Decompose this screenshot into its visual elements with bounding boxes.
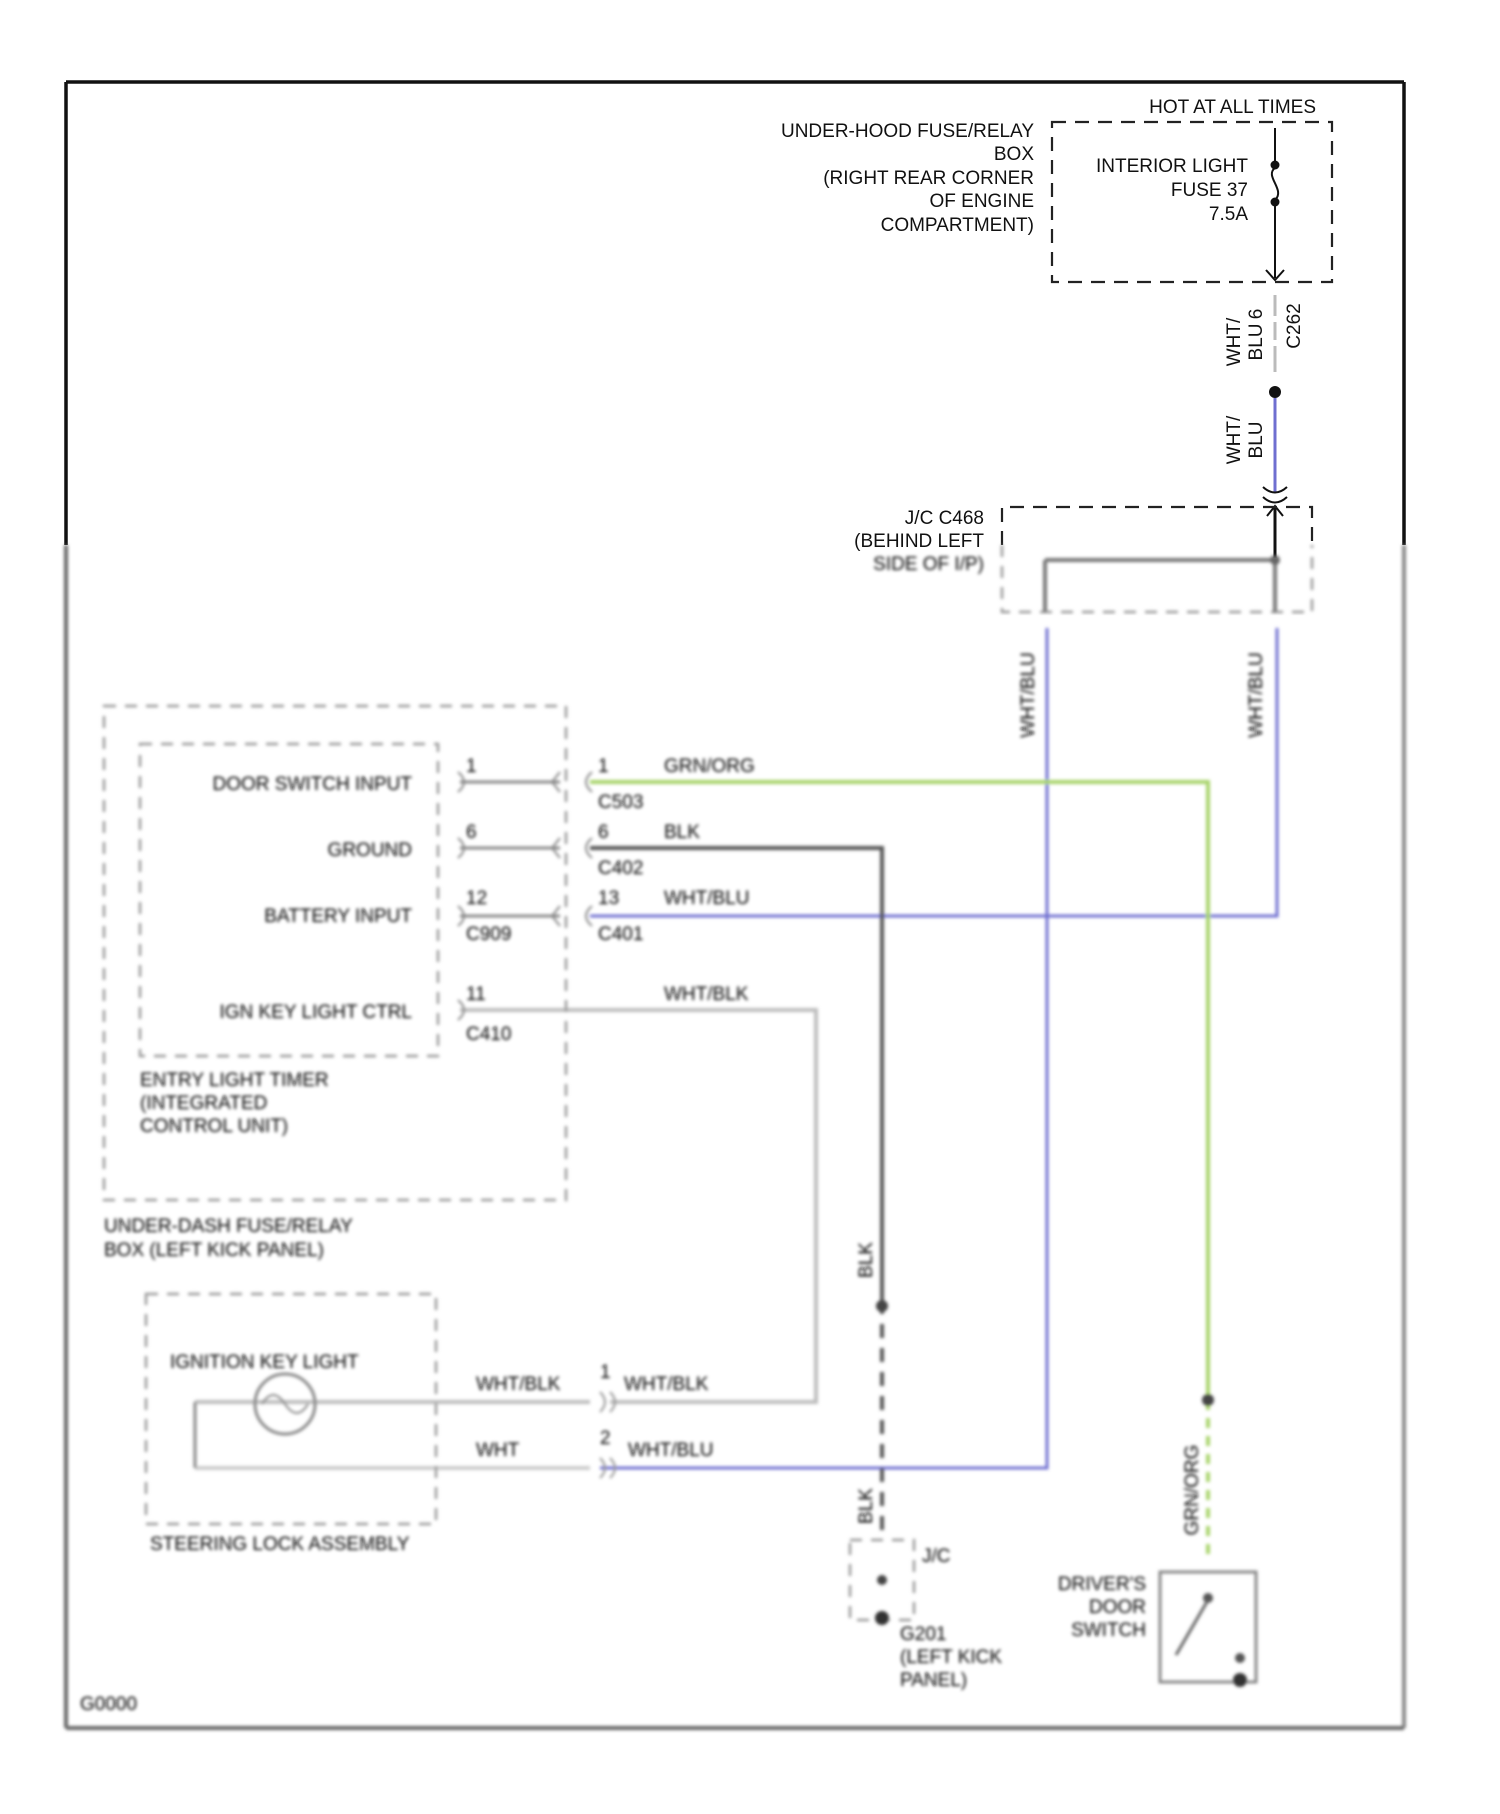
- steering-lock-name: STEERING LOCK ASSEMBLY: [150, 1534, 410, 1555]
- ground-icon: [875, 1611, 889, 1625]
- steering-wire1-left: WHT/BLK: [476, 1374, 561, 1395]
- left-drop-wire-color: WHT/BLU: [1018, 652, 1039, 738]
- door-switch-icon: [1176, 1593, 1247, 1687]
- door-switch-name-line-1: DRIVER'S: [1058, 1574, 1146, 1595]
- hot-at-all-times-label: HOT AT ALL TIMES: [1149, 97, 1316, 118]
- fuse-name-line-1: INTERIOR LIGHT: [1096, 156, 1248, 177]
- pin-number-6: 6: [466, 822, 477, 843]
- ground-name-line-2: (LEFT KICK: [900, 1647, 1002, 1668]
- pin-out-1: 1: [598, 756, 609, 777]
- door-wire-color: GRN/ORG: [1182, 1445, 1203, 1536]
- wire-color-blk: BLK: [664, 822, 700, 843]
- entry-light-timer: DOOR SWITCH INPUT GROUND BATTERY INPUT I…: [104, 706, 755, 1261]
- conn-c909: C909: [466, 924, 511, 945]
- ground-jc-label: J/C: [922, 1546, 951, 1567]
- wire-color-wht-blu: WHT/BLU: [664, 888, 750, 909]
- figure-id: G0000: [80, 1694, 137, 1715]
- pin-label-ign-key-light-ctrl: IGN KEY LIGHT CTRL: [219, 1002, 412, 1023]
- wire-color-grn-org: GRN/ORG: [664, 756, 755, 777]
- pin-out-13: 13: [598, 888, 619, 909]
- steering-wire1-pin: 1: [600, 1362, 611, 1383]
- fuse-box-name-line-1: UNDER-HOOD FUSE/RELAY: [781, 121, 1034, 142]
- wire-color-line-2: BLU: [1246, 422, 1267, 459]
- junction-name-line-3: SIDE OF I/P): [873, 554, 984, 575]
- ground-name-line-3: PANEL): [900, 1670, 967, 1691]
- c262-name: C262: [1284, 303, 1305, 348]
- fuse-icon: [1266, 128, 1284, 280]
- ground-wire-color: BLK: [856, 1242, 877, 1278]
- drivers-door-switch: GRN/ORG DRIVER'S DOOR SWITCH: [1058, 1394, 1256, 1687]
- conn-c410: C410: [466, 1024, 511, 1045]
- junction-connector: J/C C468 (BEHIND LEFT SIDE OF I/P): [854, 507, 1312, 612]
- door-splice-dot: [1202, 1394, 1214, 1406]
- steering-lock-assembly: IGNITION KEY LIGHT STEERING LOCK ASSEMBL…: [146, 1294, 714, 1555]
- junction-name-line-1: J/C C468: [905, 508, 984, 529]
- steering-wire1-right: WHT/BLK: [624, 1374, 709, 1395]
- timer-name-line-3: CONTROL UNIT): [140, 1116, 288, 1137]
- underdash-box-line-2: BOX (LEFT KICK PANEL): [104, 1240, 324, 1261]
- c262-wire-color-line-1: WHT/: [1224, 317, 1245, 366]
- door-switch-name-line-2: DOOR: [1089, 1597, 1146, 1618]
- fuse-name-line-2: FUSE 37: [1171, 180, 1248, 201]
- timer-name-line-1: ENTRY LIGHT TIMER: [140, 1070, 329, 1091]
- ignition-key-light-label: IGNITION KEY LIGHT: [170, 1352, 359, 1373]
- fuse-box-name-line-5: COMPARTMENT): [881, 215, 1034, 236]
- wire-to-junction: WHT/ BLU: [1224, 386, 1287, 558]
- fuse-box-name-line-2: BOX: [994, 144, 1034, 165]
- timer-name-line-2: (INTEGRATED: [140, 1093, 267, 1114]
- c262-wire-color-line-2: BLU: [1246, 324, 1267, 361]
- conn-c503: C503: [598, 792, 643, 813]
- wire-color-line-1: WHT/: [1224, 415, 1245, 464]
- ground-g201: BLK BLK J/C G201 (LEFT KICK PANEL): [850, 1242, 1002, 1691]
- pin-number-1: 1: [466, 756, 477, 777]
- splice-dot: [1269, 386, 1281, 398]
- c262-pin-number: 6: [1246, 309, 1267, 320]
- pin-number-12: 12: [466, 888, 487, 909]
- fuse-box-name-line-3: (RIGHT REAR CORNER: [823, 168, 1034, 189]
- under-hood-fuse-box: HOT AT ALL TIMES UNDER-HOOD FUSE/RELAY B…: [781, 97, 1332, 282]
- junction-name-line-2: (BEHIND LEFT: [854, 531, 984, 552]
- steering-wire2-right: WHT/BLU: [628, 1440, 714, 1461]
- fuse-box-name-line-4: OF ENGINE: [929, 191, 1034, 212]
- wire-color-wht-blk: WHT/BLK: [664, 984, 749, 1005]
- connector-c262: 6 C262 WHT/ BLU: [1224, 295, 1305, 372]
- pin-label-ground: GROUND: [328, 840, 412, 861]
- steering-wire2-pin: 2: [600, 1428, 611, 1449]
- steering-wire2-left: WHT: [476, 1440, 520, 1461]
- fuse-rating: 7.5A: [1209, 204, 1248, 225]
- pin-label-door-switch-input: DOOR SWITCH INPUT: [213, 774, 413, 795]
- conn-c402: C402: [598, 858, 643, 879]
- ground-splice-dot: [876, 1300, 888, 1312]
- pin-out-6: 6: [598, 822, 609, 843]
- underdash-box-line-1: UNDER-DASH FUSE/RELAY: [104, 1216, 353, 1237]
- conn-c401: C401: [598, 924, 643, 945]
- right-drop-wire-color: WHT/BLU: [1246, 652, 1267, 738]
- ground-name-line-1: G201: [900, 1624, 946, 1645]
- pin-number-11: 11: [466, 984, 486, 1005]
- pin-label-battery-input: BATTERY INPUT: [264, 906, 412, 927]
- ground-wire-color-lower: BLK: [856, 1488, 877, 1524]
- door-switch-name-line-3: SWITCH: [1071, 1620, 1146, 1641]
